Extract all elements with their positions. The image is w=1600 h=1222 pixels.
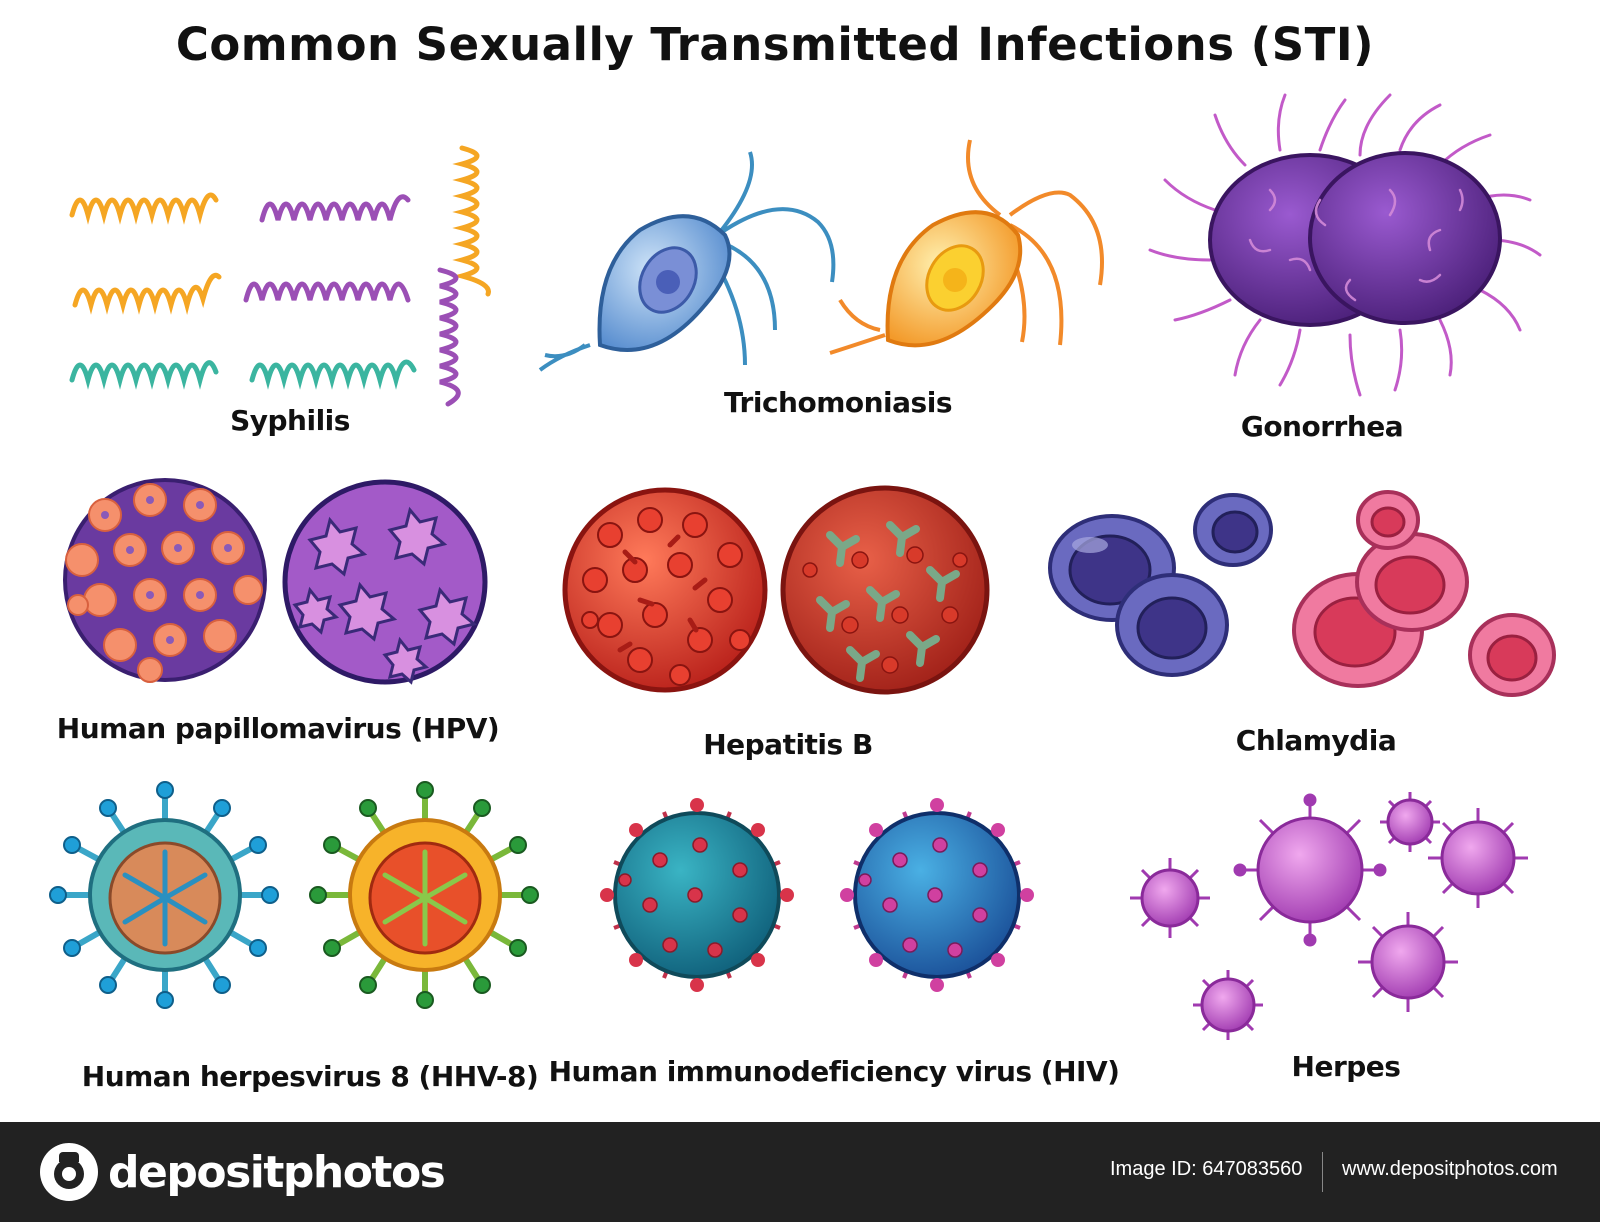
- syphilis-spirochetes: [69, 145, 491, 407]
- herpes-small-left: [1130, 858, 1210, 938]
- spirochete-purple-1: [259, 194, 411, 223]
- illustration: [49, 93, 1556, 1040]
- spirochete-purple-vertical: [437, 267, 461, 407]
- spirochete-teal-2: [249, 359, 417, 390]
- camera-icon: [40, 1143, 98, 1201]
- hpv-virion-right: [282, 479, 488, 685]
- hiv-virion-right: [840, 798, 1034, 992]
- chlamydia-blue-cells: [1048, 493, 1273, 677]
- herpes-small-top: [1380, 792, 1440, 852]
- image-id-text: Image ID: 647083560: [1110, 1158, 1303, 1180]
- label-trichomoniasis: Trichomoniasis: [724, 386, 952, 419]
- watermark-footer: depositphotos Image ID: 647083560 www.de…: [0, 1122, 1600, 1222]
- herpes-large: [1233, 793, 1387, 947]
- gonorrhea-diplococcus: [1148, 93, 1542, 397]
- hhv8-virion-left: [49, 781, 279, 1009]
- hhv8-virion-right: [309, 781, 539, 1009]
- label-hepatitis-b: Hepatitis B: [703, 728, 873, 761]
- herpes-virions: [1130, 792, 1528, 1040]
- spirochete-orange-1: [69, 192, 219, 225]
- hepatitis-b-virion-right: [780, 485, 990, 695]
- footer-divider: [1322, 1152, 1323, 1192]
- hepatitis-b-virion-left: [562, 487, 768, 693]
- brand-logo[interactable]: depositphotos: [40, 1140, 446, 1204]
- trichomonas-blue: [538, 151, 836, 372]
- spirochete-orange-vertical: [452, 145, 491, 297]
- label-hiv: Human immunodeficiency virus (HIV): [548, 1055, 1120, 1088]
- label-hhv8: Human herpesvirus 8 (HHV-8): [81, 1060, 539, 1093]
- brand-name: depositphotos: [108, 1146, 446, 1198]
- label-gonorrhea: Gonorrhea: [1240, 410, 1404, 443]
- hiv-virion-left: [600, 798, 794, 992]
- page-title: Common Sexually Transmitted Infections (…: [175, 18, 1375, 71]
- herpes-small-bottom: [1193, 970, 1263, 1040]
- chlamydia-pink-cells: [1292, 490, 1556, 697]
- site-url-link[interactable]: www.depositphotos.com: [1342, 1158, 1558, 1180]
- label-syphilis: Syphilis: [230, 404, 350, 437]
- label-herpes: Herpes: [1291, 1050, 1401, 1083]
- label-hpv: Human papillomavirus (HPV): [56, 712, 500, 745]
- spirochete-purple-2: [243, 281, 411, 303]
- herpes-medium-right: [1428, 808, 1528, 908]
- spirochete-teal-1: [69, 360, 219, 390]
- label-chlamydia: Chlamydia: [1235, 724, 1397, 757]
- hpv-virion-left: [63, 478, 267, 683]
- herpes-medium-bottom: [1358, 912, 1458, 1012]
- spirochete-orange-2: [72, 272, 222, 315]
- trichomonas-orange: [829, 139, 1104, 355]
